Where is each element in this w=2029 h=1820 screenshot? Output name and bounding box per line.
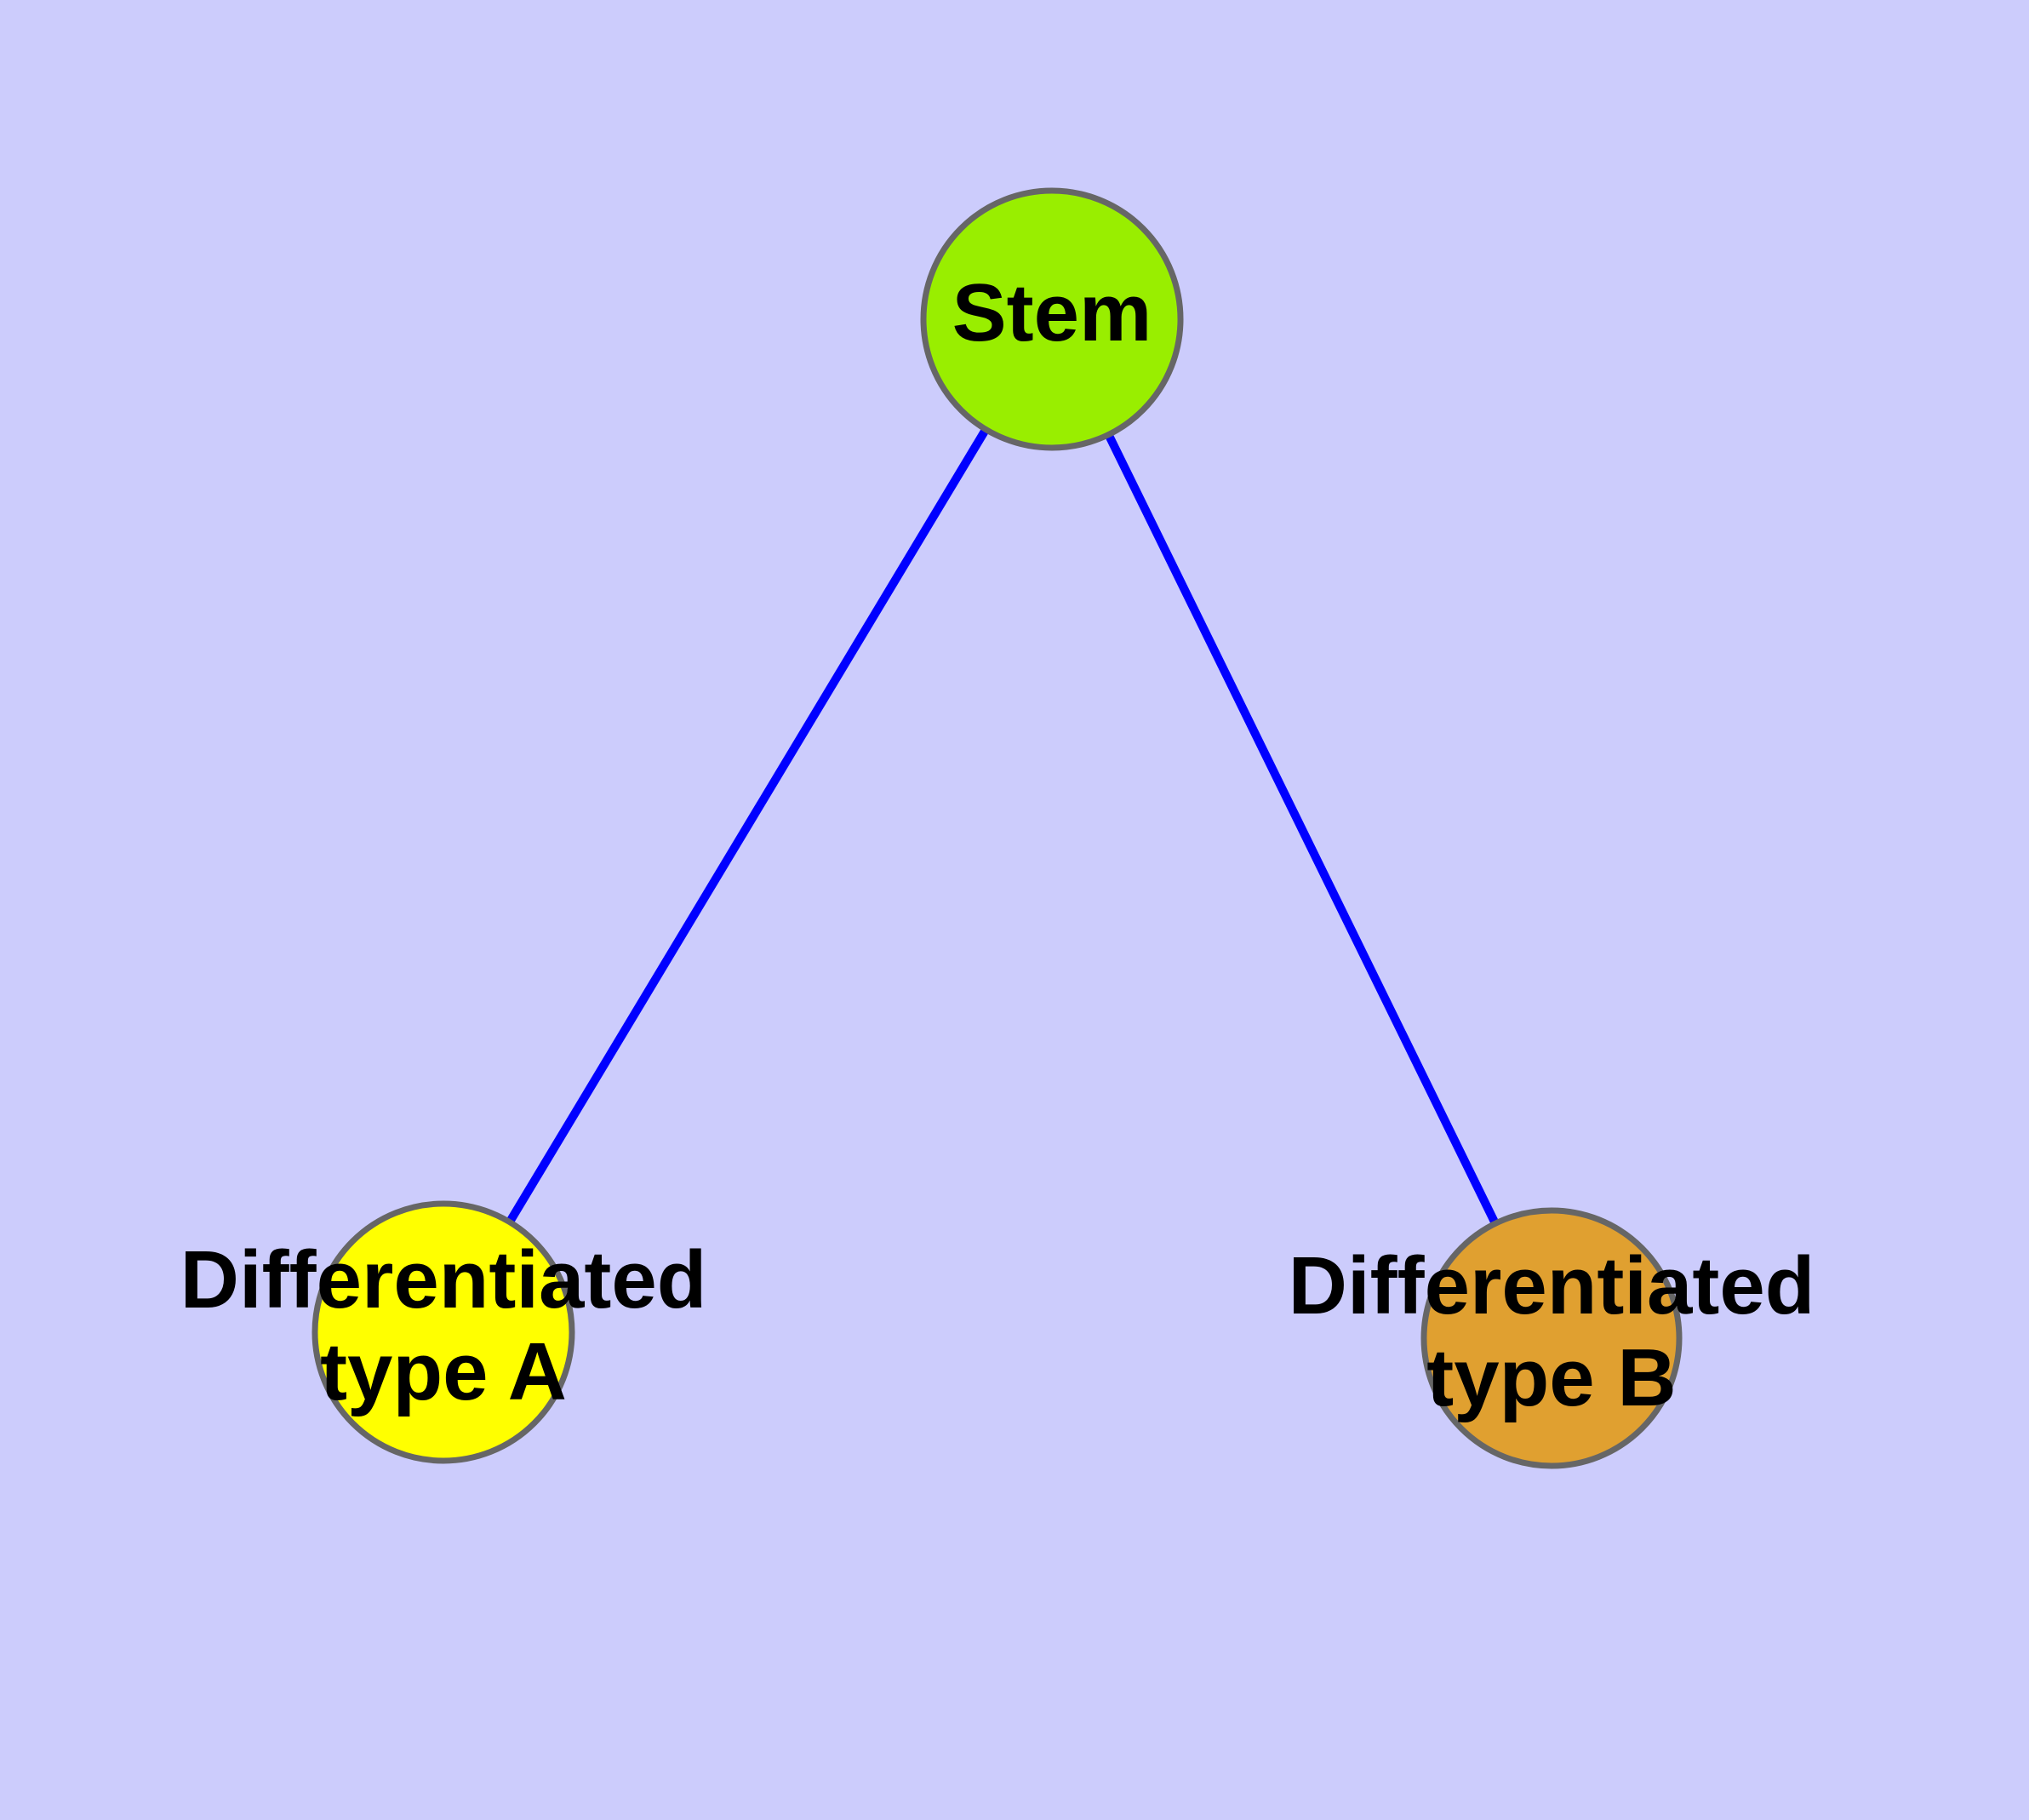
node-label-line: Differentiated	[180, 1234, 707, 1325]
node-label-line: type B	[1426, 1332, 1676, 1423]
node-label-line: Stem	[952, 267, 1152, 358]
node-stem[interactable]	[920, 187, 1184, 451]
node-circle-differentiated-type-a[interactable]	[311, 1200, 575, 1464]
node-label-line: Differentiated	[1289, 1240, 1815, 1331]
node-layer	[311, 187, 1683, 1469]
node-differentiated-type-b[interactable]	[1420, 1207, 1683, 1469]
node-circle-stem[interactable]	[920, 187, 1184, 451]
node-label-line: type A	[320, 1326, 567, 1417]
node-differentiated-type-a[interactable]	[311, 1200, 575, 1464]
edge-stem-to-differentiated-type-b[interactable]	[1104, 432, 1500, 1226]
edge-layer	[506, 426, 1500, 1226]
node-label-stem: Stem	[952, 267, 1152, 358]
node-circle-differentiated-type-b[interactable]	[1420, 1207, 1683, 1469]
edge-stem-to-differentiated-type-a[interactable]	[506, 426, 990, 1225]
